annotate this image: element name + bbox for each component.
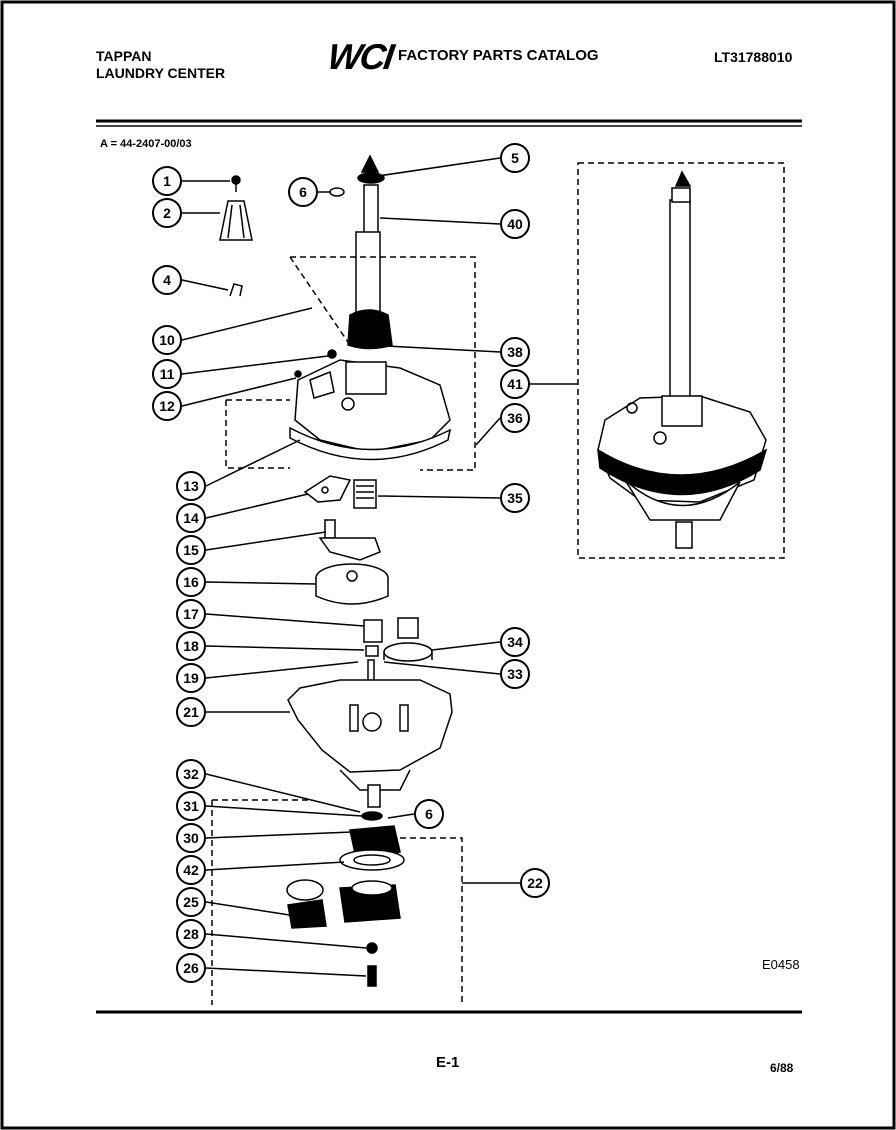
catalog-title: FACTORY PARTS CATALOG <box>398 47 599 64</box>
callout-15: 15 <box>176 535 206 565</box>
page-label: E-1 <box>436 1054 460 1071</box>
callout-14: 14 <box>176 503 206 533</box>
callout-30: 30 <box>176 823 206 853</box>
callout-28: 28 <box>176 919 206 949</box>
callout-35: 35 <box>500 483 530 513</box>
callout-10: 10 <box>152 325 182 355</box>
callout-17: 17 <box>176 599 206 629</box>
callout-41: 41 <box>500 369 530 399</box>
brand-name: TAPPAN <box>96 48 152 64</box>
figure-code: E0458 <box>762 957 800 972</box>
callout-25: 25 <box>176 887 206 917</box>
callout-42: 42 <box>176 855 206 885</box>
callout-33: 33 <box>500 659 530 689</box>
callout-18: 18 <box>176 631 206 661</box>
callout-13: 13 <box>176 471 206 501</box>
callout-21: 21 <box>176 697 206 727</box>
product-line: LAUNDRY CENTER <box>96 65 226 81</box>
callout-4: 4 <box>152 265 182 295</box>
callout-1: 1 <box>152 166 182 196</box>
callout-32: 32 <box>176 759 206 789</box>
callout-11: 11 <box>152 359 182 389</box>
callout-6-upper: 6 <box>288 177 318 207</box>
catalog-date: 6/88 <box>770 1061 794 1075</box>
callout-22: 22 <box>520 868 550 898</box>
callout-34: 34 <box>500 627 530 657</box>
assembly-label: A = 44-2407-00/03 <box>100 138 192 150</box>
callout-12: 12 <box>152 391 182 421</box>
callout-36: 36 <box>500 403 530 433</box>
callout-16: 16 <box>176 567 206 597</box>
callout-19: 19 <box>176 663 206 693</box>
callout-38: 38 <box>500 337 530 367</box>
callout-2: 2 <box>152 198 182 228</box>
callout-6-lower: 6 <box>414 799 444 829</box>
model-number: LT31788010 <box>714 49 793 65</box>
callout-40: 40 <box>500 209 530 239</box>
callout-31: 31 <box>176 791 206 821</box>
callout-26: 26 <box>176 953 206 983</box>
callout-5: 5 <box>500 143 530 173</box>
